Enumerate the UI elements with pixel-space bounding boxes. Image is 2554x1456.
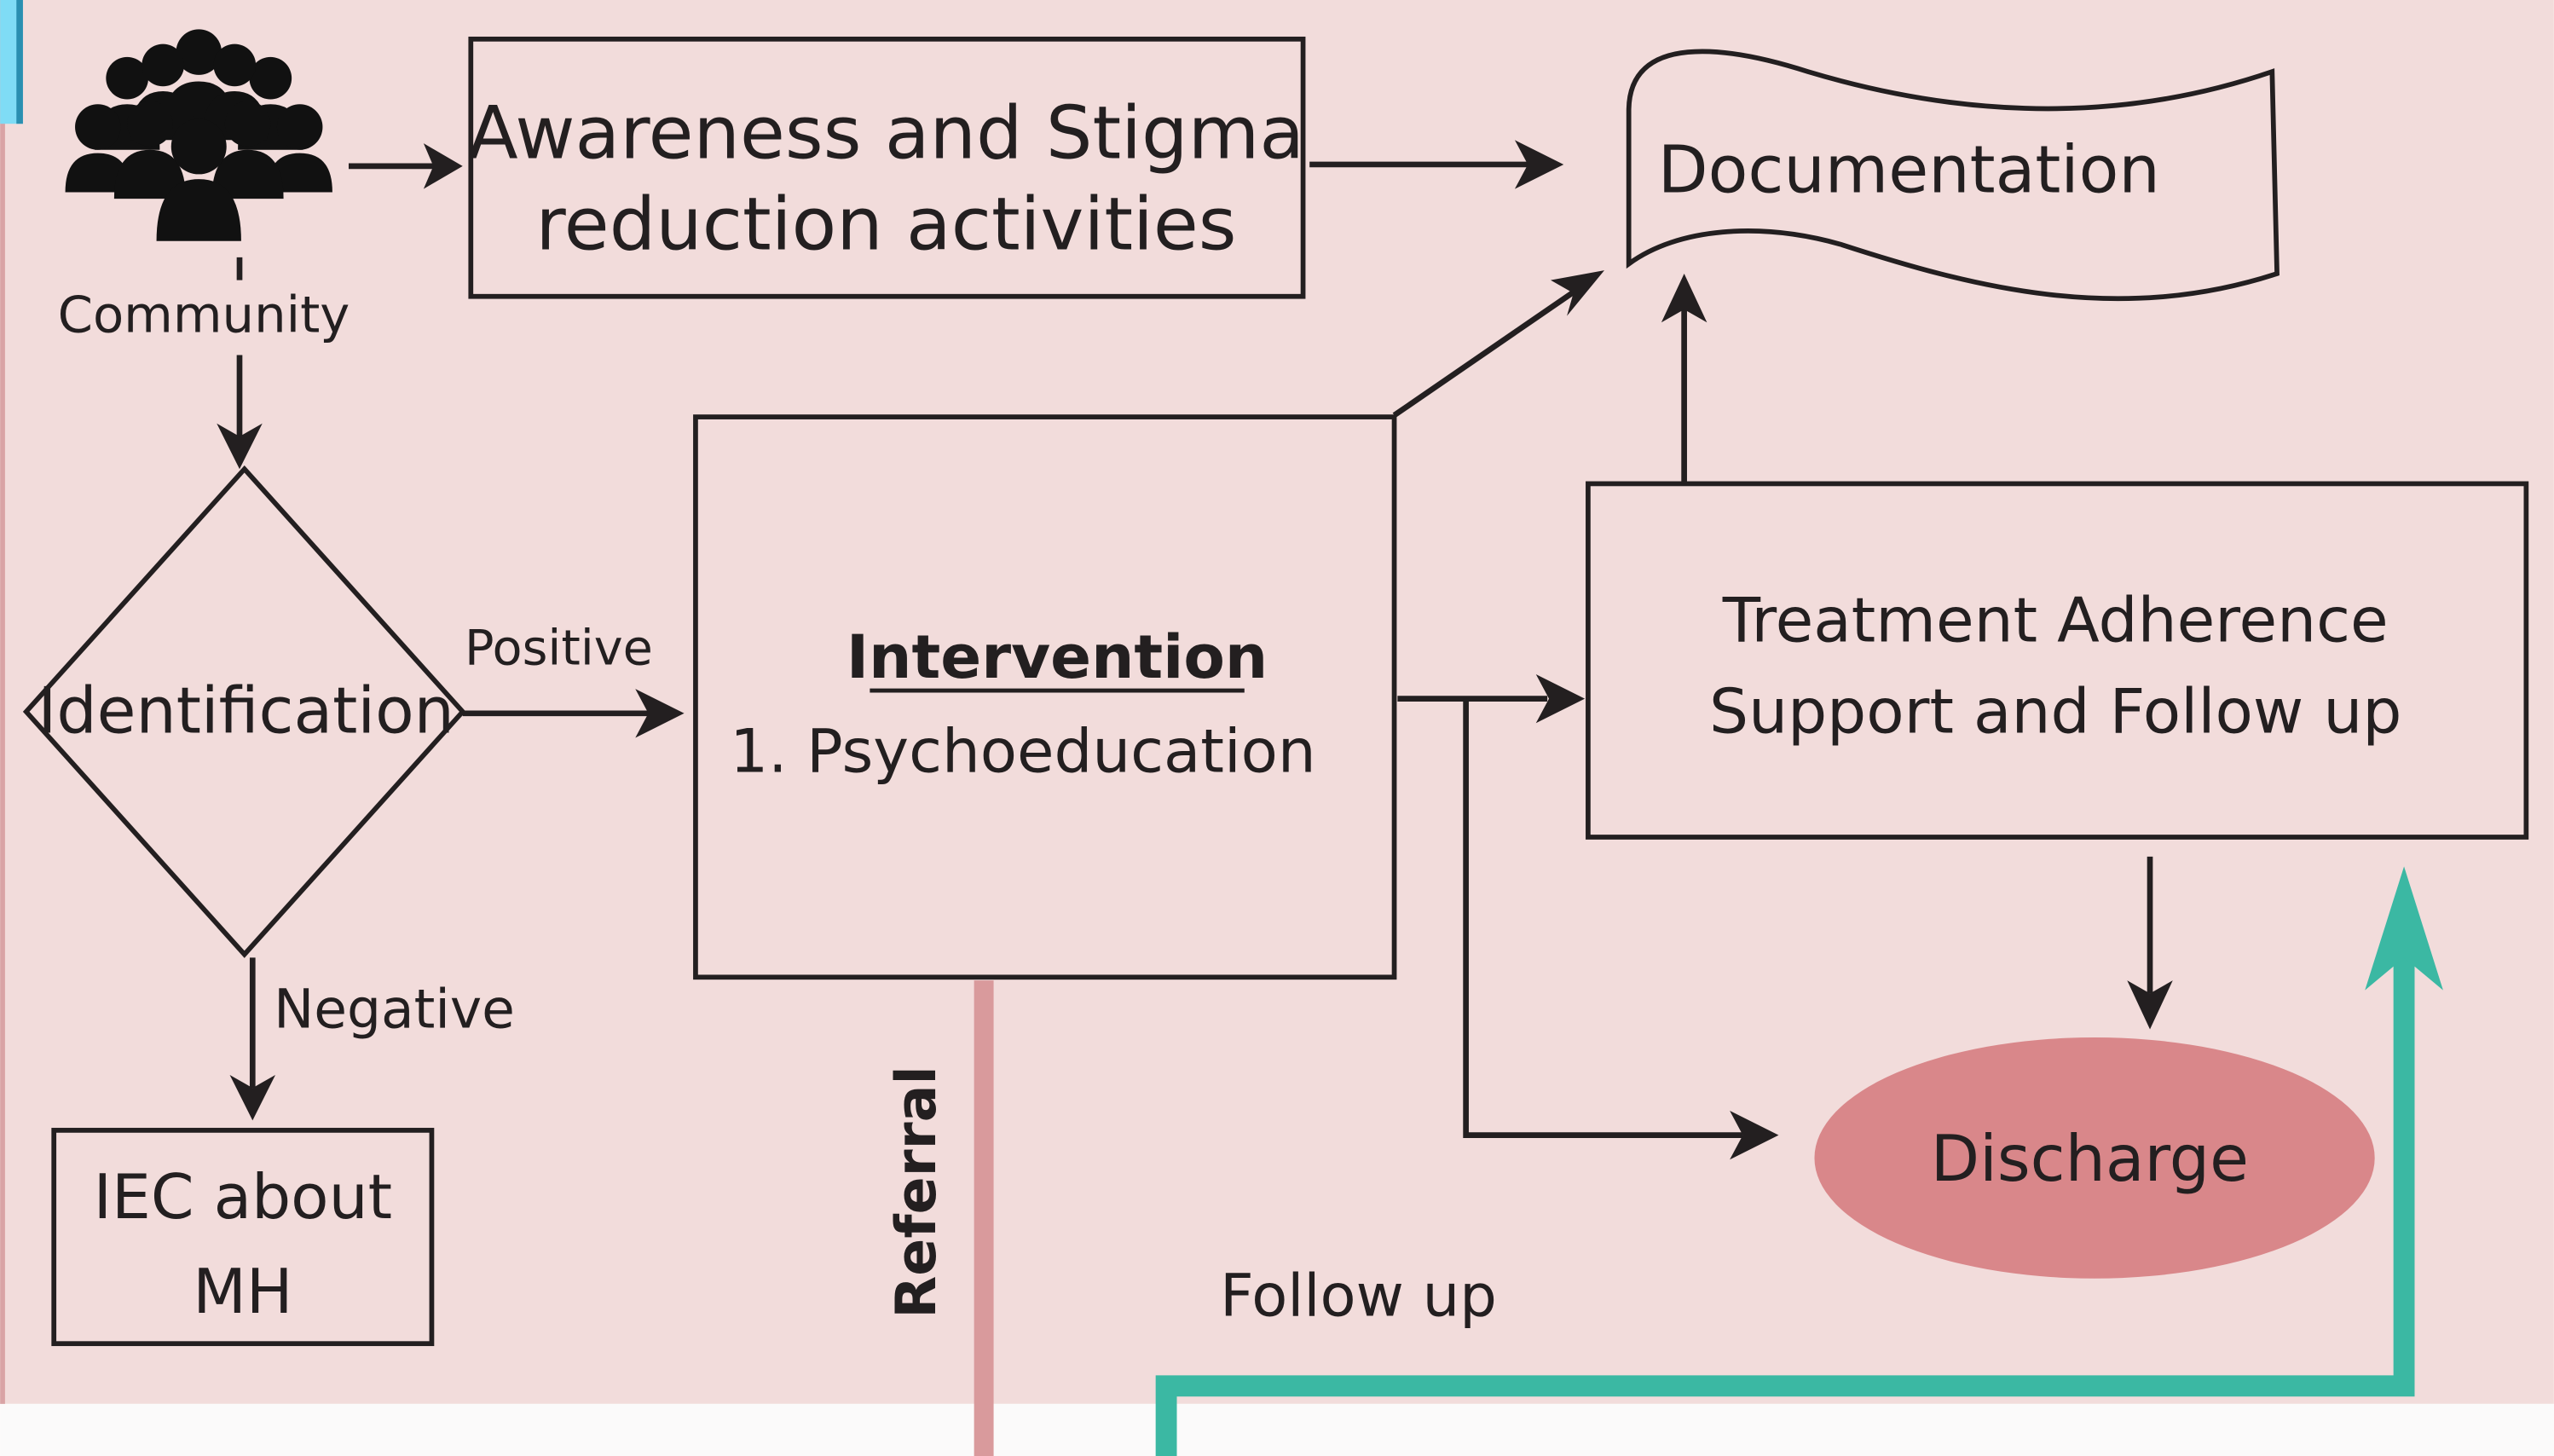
documentation-label: Documentation xyxy=(1658,132,2160,208)
awareness-label-line1: Awareness and Stigma xyxy=(468,90,1304,176)
arrowhead-documentation-from-treatment xyxy=(1661,273,1707,323)
identification-diamond xyxy=(22,465,466,958)
arrowhead-documentation-from-intervention xyxy=(1550,270,1605,316)
community-label: Community xyxy=(58,286,350,344)
intervention-item-psychoeducation: 1. Psychoeducation xyxy=(730,716,1315,787)
edge-label-follow-up: Follow up xyxy=(1220,1262,1497,1331)
documentation-shape xyxy=(1626,49,2280,302)
arrowhead-treatment xyxy=(1535,673,1586,724)
edge-label-referral: Referral xyxy=(885,1066,949,1318)
arrowhead-discharge-from-intervention xyxy=(1730,1110,1779,1160)
arrowhead-intervention xyxy=(635,689,685,738)
referral-line xyxy=(974,980,994,1456)
edge-intervention-discharge xyxy=(1463,698,1743,1138)
bottom-strip xyxy=(0,1403,2554,1456)
iec-label-line2: MH xyxy=(193,1257,292,1328)
arrowhead-iec xyxy=(229,1074,276,1121)
corner-accent-border xyxy=(16,0,23,124)
arrowhead-identification xyxy=(217,423,263,470)
follow-up-line xyxy=(1155,950,2415,1456)
intervention-box xyxy=(693,414,1397,980)
edge-label-negative: Negative xyxy=(274,978,515,1041)
treatment-box xyxy=(1586,481,2529,840)
discharge-label: Discharge xyxy=(1931,1122,2249,1196)
arrowhead-documentation-from-awareness xyxy=(1514,140,1564,189)
identification-label: Identification xyxy=(38,674,454,748)
iec-box xyxy=(51,1128,435,1347)
intervention-title: Intervention xyxy=(847,621,1268,692)
left-edge-line xyxy=(0,0,5,1404)
iec-label-line1: IEC about xyxy=(94,1162,392,1234)
arrowhead-awareness xyxy=(423,143,463,189)
awareness-box xyxy=(468,36,1306,299)
edge-intervention-documentation xyxy=(1392,287,1579,418)
follow-up-arrowhead xyxy=(2365,866,2443,991)
treatment-label-line1: Treatment Adherence xyxy=(1722,586,2389,657)
edge-label-positive: Positive xyxy=(465,619,653,676)
discharge-ellipse xyxy=(1814,1037,2375,1279)
awareness-label-line2: reduction activities xyxy=(535,182,1236,267)
arrowhead-discharge-from-treatment xyxy=(2127,980,2173,1030)
treatment-label-line2: Support and Follow up xyxy=(1709,677,2401,748)
people-group-icon xyxy=(65,29,332,241)
